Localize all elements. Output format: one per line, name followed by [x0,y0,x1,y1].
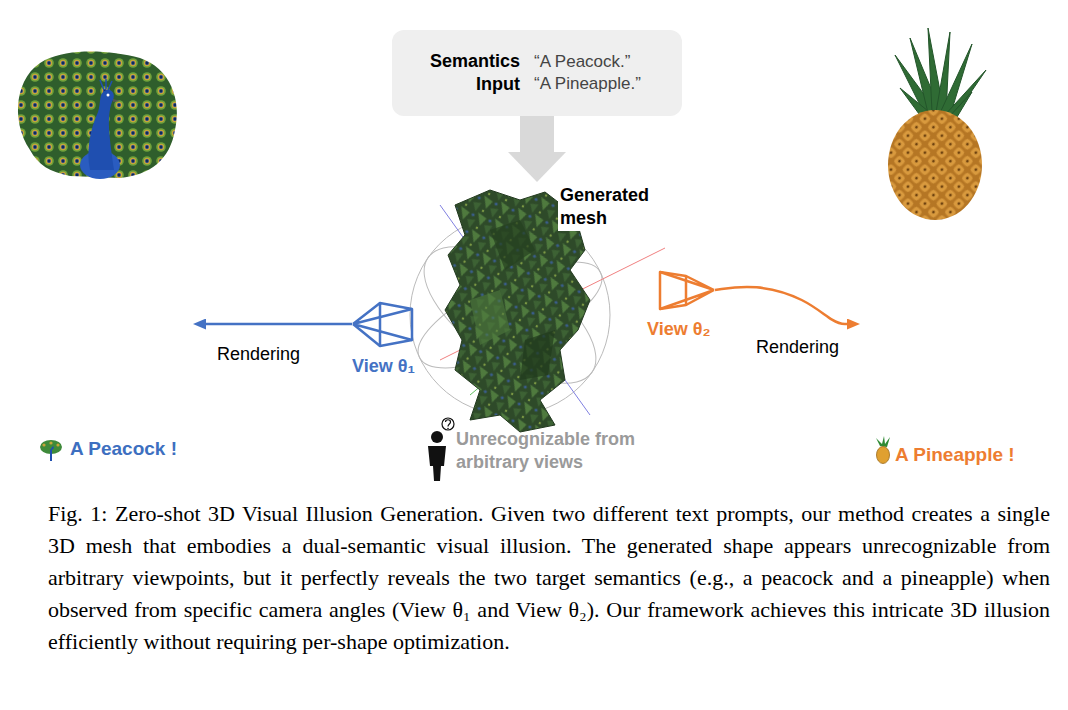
prompt-text: “A Pineapple.” [534,73,641,95]
pineapple-region: A Pineapple ! [860,25,1019,475]
edge-label: Rendering [754,337,841,358]
peacock-emoji [40,440,62,461]
semantic-arrow [520,116,554,152]
camera-icon [660,272,714,309]
view-label: View θ₁ [352,356,415,377]
mesh-title: Generated mesh [558,184,651,231]
view-label: View θ₂ [647,319,710,340]
camera-view-1: View θ₁ [352,300,419,381]
prompt-text: “A Peacock.” [534,51,641,73]
result-label: A Peacock ! [70,438,177,460]
pineapple-image [888,28,986,220]
peacock-image [18,52,177,180]
input-heading: Semantics Input [430,50,520,97]
semantics-input-box: Semantics Input “A Peacock.”“A Pineapple.… [392,30,682,116]
mesh-region: Generated mesh [410,182,670,427]
pineapple-emoji [876,436,890,464]
camera-view-2: View θ₂ [643,266,715,344]
peacock-region: A Peacock ! [18,50,193,470]
thinking-person-icon [428,418,454,481]
figure-caption: Fig. 1: Zero-shot 3D Visual Illusion Gen… [48,498,1050,657]
camera-icon [353,303,412,346]
render-arrow [206,323,352,326]
edge-label: Rendering [215,344,302,365]
note-label: Unrecognizable from arbitrary views [456,428,671,475]
prompt-column: “A Peacock.”“A Pineapple.” [534,51,641,95]
render-arrow [715,287,847,324]
result-label: A Pineapple ! [895,444,1015,466]
